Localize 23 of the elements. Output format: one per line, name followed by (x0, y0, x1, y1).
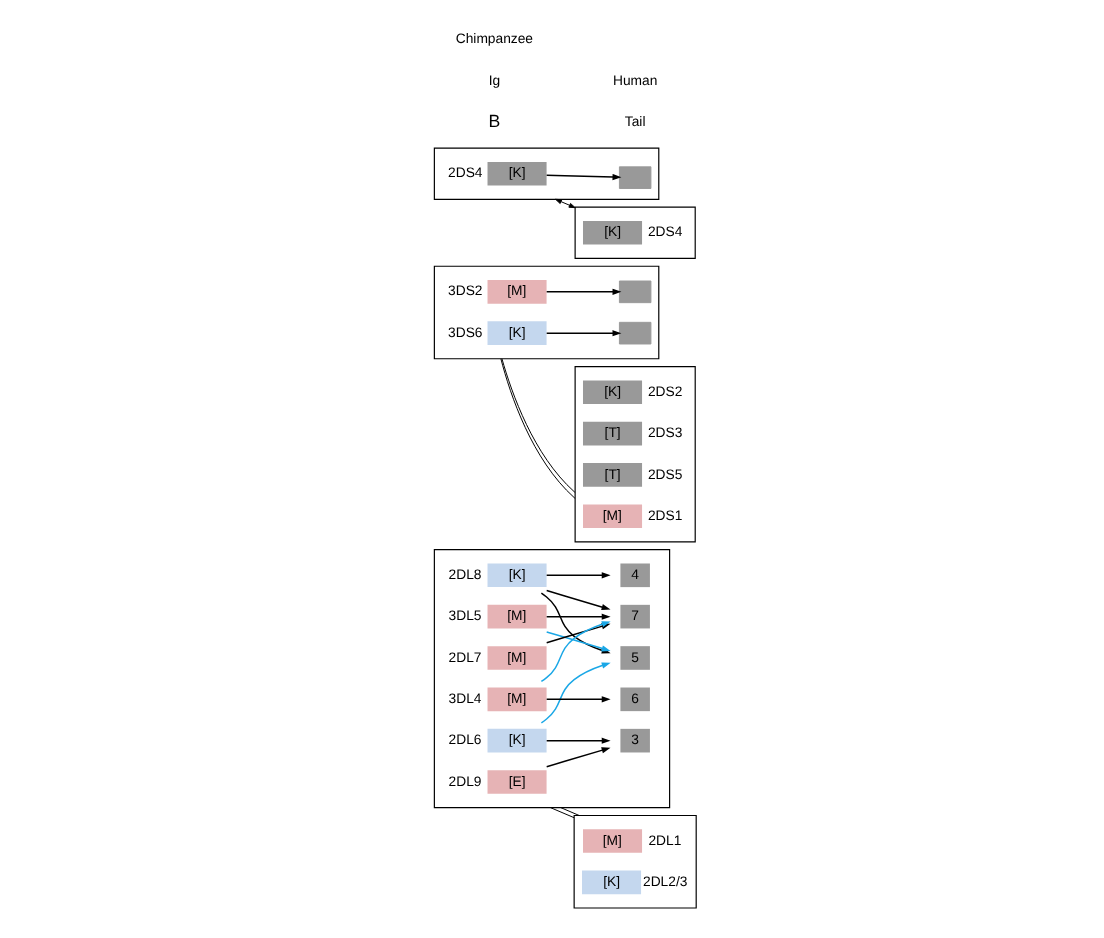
cluster (433, 549, 671, 809)
arrow (545, 288, 622, 295)
cluster (574, 366, 696, 543)
arrow (555, 198, 576, 209)
arrow (545, 696, 611, 703)
arrow (545, 330, 622, 337)
arrow (545, 572, 611, 579)
arrow (545, 737, 611, 744)
arrow (545, 747, 611, 768)
connector (560, 807, 580, 816)
cluster (573, 814, 697, 909)
node-box (618, 166, 652, 189)
cluster (574, 206, 696, 259)
arrow (545, 589, 611, 611)
connector (549, 807, 575, 819)
arrow (545, 613, 611, 620)
arrow (540, 662, 611, 724)
cluster (433, 147, 660, 200)
node-box (618, 280, 652, 304)
arrow (545, 173, 622, 181)
label: B (488, 110, 501, 131)
node-box (618, 321, 652, 345)
cluster (433, 265, 660, 360)
